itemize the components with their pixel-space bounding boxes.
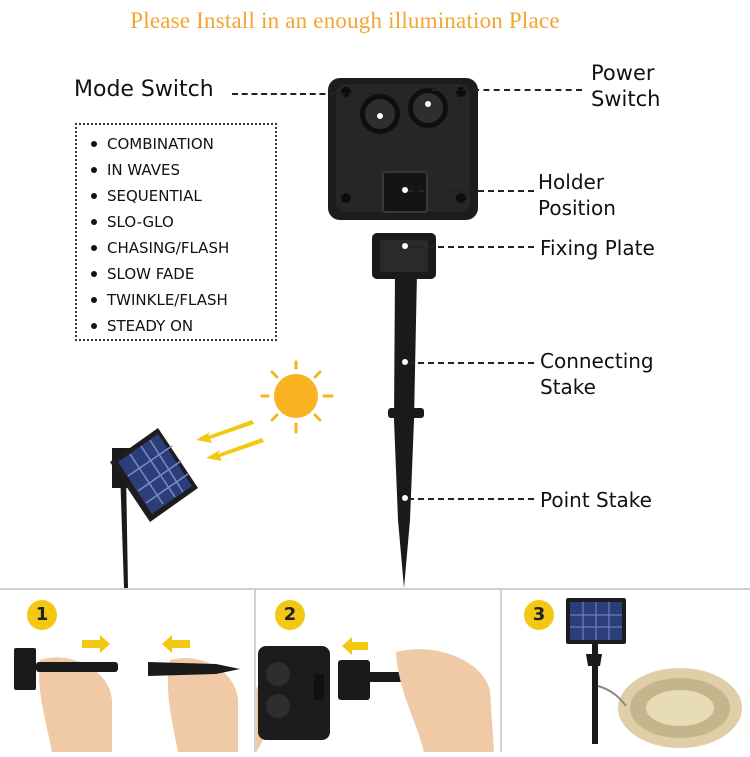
bullet-icon bbox=[91, 297, 97, 303]
mode-item: COMBINATION bbox=[91, 131, 275, 157]
holder-position-label: Holder Position bbox=[538, 170, 616, 220]
fixing-plate-leader bbox=[408, 246, 534, 248]
bullet-icon bbox=[91, 323, 97, 329]
step-1-badge: 1 bbox=[27, 600, 57, 630]
step-divider bbox=[254, 590, 256, 752]
step-3-badge: 3 bbox=[524, 600, 554, 630]
mode-item: SEQUENTIAL bbox=[91, 183, 275, 209]
step-3-panel: 3 bbox=[502, 590, 750, 752]
holder-position-leader bbox=[408, 190, 534, 192]
bullet-icon bbox=[91, 141, 97, 147]
connecting-stake-label: Connecting Stake bbox=[540, 349, 654, 399]
sun-icon bbox=[260, 360, 334, 434]
step-divider bbox=[500, 590, 502, 752]
step-2-illustration bbox=[256, 637, 494, 752]
step-2-badge: 2 bbox=[275, 600, 305, 630]
bullet-icon bbox=[91, 193, 97, 199]
mode-switch-leader bbox=[232, 93, 374, 95]
power-switch-leader bbox=[432, 89, 582, 91]
mode-item: CHASING/FLASH bbox=[91, 235, 275, 261]
stake bbox=[372, 233, 436, 588]
solar-panel bbox=[110, 428, 198, 588]
modes-list: COMBINATION IN WAVES SEQUENTIAL SLO-GLO … bbox=[91, 131, 275, 339]
mode-switch-label: Mode Switch bbox=[74, 77, 214, 102]
sunlight-arrows bbox=[196, 420, 264, 461]
connecting-stake-leader bbox=[408, 362, 534, 364]
mode-item: SLO-GLO bbox=[91, 209, 275, 235]
mode-item: SLOW FADE bbox=[91, 261, 275, 287]
fixing-plate-label: Fixing Plate bbox=[540, 236, 655, 260]
bullet-icon bbox=[91, 245, 97, 251]
mode-item: IN WAVES bbox=[91, 157, 275, 183]
power-switch-label: Power Switch bbox=[591, 61, 661, 111]
page-title: Please Install in an enough illumination… bbox=[130, 8, 560, 33]
modes-box: COMBINATION IN WAVES SEQUENTIAL SLO-GLO … bbox=[75, 123, 277, 341]
mode-item: STEADY ON bbox=[91, 313, 275, 339]
step-3-illustration bbox=[566, 598, 742, 748]
step-1-panel: 1 bbox=[0, 590, 254, 752]
bullet-icon bbox=[91, 219, 97, 225]
step-1-illustration bbox=[14, 635, 240, 752]
point-stake-label: Point Stake bbox=[540, 488, 652, 512]
installation-steps: 1 2 bbox=[0, 588, 750, 752]
product-diagram bbox=[110, 78, 478, 588]
control-box bbox=[328, 78, 478, 220]
bullet-icon bbox=[91, 167, 97, 173]
mode-item: TWINKLE/FLASH bbox=[91, 287, 275, 313]
bullet-icon bbox=[91, 271, 97, 277]
step-2-panel: 2 bbox=[256, 590, 500, 752]
point-stake-leader bbox=[408, 498, 534, 500]
